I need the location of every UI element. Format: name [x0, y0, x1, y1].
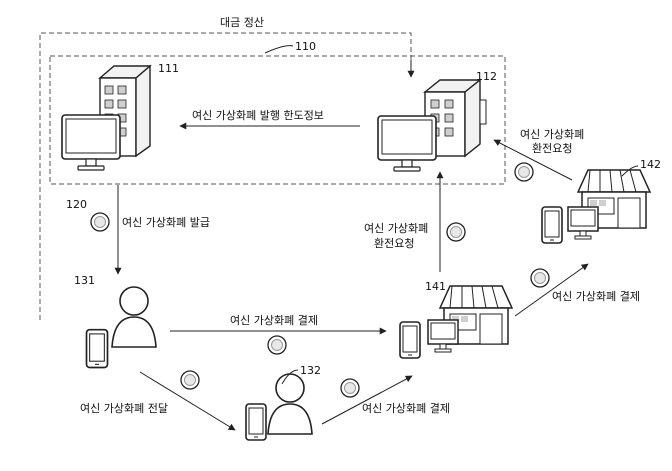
- user-131: 131: [74, 274, 157, 369]
- issue-limit-label: 여신 가상화폐 발행 한도정보: [192, 109, 324, 122]
- issuance-label: 여신 가상화폐 발급: [122, 216, 210, 229]
- ref-132-label: 132: [300, 364, 321, 377]
- step-marker-icon: [514, 162, 534, 182]
- payment-141-142-flow: 여신 가상화폐 결제: [514, 263, 640, 317]
- monitor-icon: [61, 114, 121, 171]
- user-132: 132: [245, 364, 321, 441]
- payment-132-141-flow: 여신 가상화폐 결제: [321, 375, 450, 425]
- ref-111-label: 111: [158, 62, 179, 75]
- exchange-request-141-flow: 여신 가상화폐 환전요청: [364, 171, 466, 272]
- phone-icon: [541, 206, 563, 244]
- payment-131-141-flow: 여신 가상화폐 결제: [170, 314, 387, 355]
- step-marker-icon: [446, 222, 466, 242]
- transfer-flow: 여신 가상화폐 전달: [80, 370, 236, 431]
- step-marker-icon: [340, 378, 360, 398]
- person-icon: [267, 373, 313, 435]
- payment-131-141-label: 여신 가상화폐 결제: [230, 314, 318, 327]
- exchange-request-141-label-line1: 여신 가상화폐: [364, 222, 428, 235]
- issuer-server-111: 111: [61, 62, 179, 171]
- settlement-boundary: 대금 정산: [39, 16, 415, 320]
- settlement-label: 대금 정산: [220, 16, 264, 29]
- ref-112-label: 112: [476, 70, 497, 83]
- phone-icon: [399, 321, 421, 359]
- pos-terminal-icon: [427, 319, 459, 353]
- ref-131-label: 131: [74, 274, 95, 287]
- step-marker-icon: [530, 268, 550, 288]
- issuance-flow: 120 여신 가상화폐 발급: [66, 185, 210, 275]
- pos-terminal-icon: [567, 206, 599, 240]
- payment-141-142-label: 여신 가상화폐 결제: [552, 290, 640, 303]
- phone-icon: [85, 328, 109, 369]
- monitor-icon: [377, 115, 437, 172]
- ref-120-label: 120: [66, 198, 87, 211]
- ref-141-label: 141: [425, 280, 446, 293]
- step-marker-icon: [180, 370, 200, 390]
- exchange-request-142-label-line1: 여신 가상화폐: [520, 128, 584, 141]
- transfer-label: 여신 가상화폐 전달: [80, 402, 168, 415]
- server-group-110: 110: [49, 40, 506, 185]
- phone-icon: [245, 403, 267, 441]
- ref-142-label: 142: [640, 158, 661, 171]
- issue-limit-flow: 여신 가상화폐 발행 한도정보: [179, 109, 360, 130]
- step-marker-icon: [267, 335, 287, 355]
- ref-110-label: 110: [295, 40, 316, 53]
- exchange-server-112: 112: [377, 70, 497, 172]
- payment-132-141-label: 여신 가상화폐 결제: [362, 402, 450, 415]
- merchant-141: 141: [399, 280, 513, 359]
- exchange-request-142-flow: 여신 가상화폐 환전요청: [493, 128, 584, 182]
- exchange-request-141-label-line2: 환전요청: [374, 237, 414, 250]
- person-icon: [111, 286, 157, 348]
- merchant-142: 142: [541, 158, 661, 244]
- step-marker-icon: [90, 212, 110, 232]
- exchange-request-142-label-line2: 환전요청: [532, 142, 572, 155]
